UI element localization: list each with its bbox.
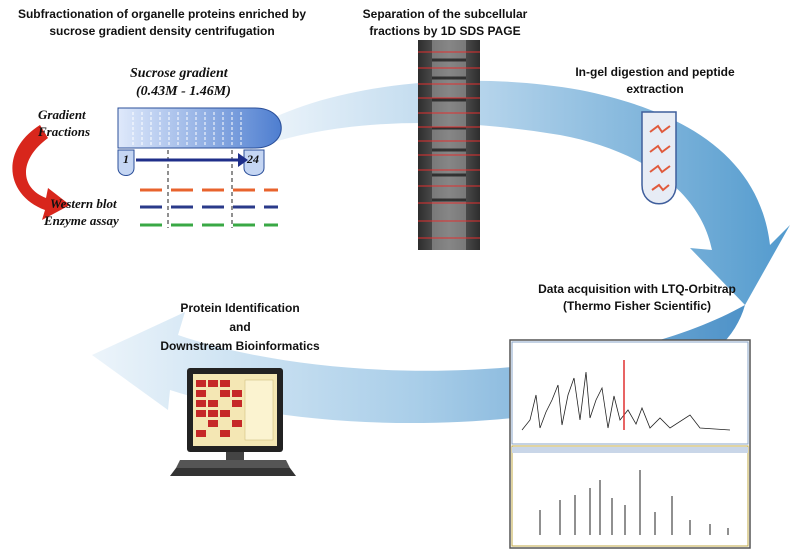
identification-line-3: Downstream Bioinformatics bbox=[160, 339, 320, 353]
mass-spectra-panel bbox=[509, 339, 751, 549]
fractionation-title: Subfractionation of organelle proteins e… bbox=[17, 7, 307, 38]
identification-line-1: Protein Identification bbox=[180, 301, 300, 315]
fraction-tube-24 bbox=[243, 149, 265, 176]
sds-page-title: Separation of the subcellular fractions … bbox=[362, 7, 528, 38]
digestion-title: In-gel digestion and peptide extraction bbox=[575, 65, 735, 96]
fraction-arrow-head bbox=[238, 153, 248, 167]
red-curved-arrow-icon bbox=[12, 125, 70, 220]
sucrose-gradient-tube-icon bbox=[117, 107, 282, 228]
sds-page-gel-icon bbox=[418, 40, 480, 250]
identification-line-2: and bbox=[229, 320, 251, 334]
fraction-start-label: 1 bbox=[123, 152, 129, 166]
upper-cycle-arrow bbox=[250, 80, 790, 306]
enzyme-assay-label: Enzyme assay bbox=[44, 213, 119, 228]
fraction-tube-1 bbox=[117, 149, 135, 176]
gradient-fractions-label: Gradient Fractions bbox=[38, 107, 91, 139]
identification-title: Protein Identification and Downstream Bi… bbox=[140, 299, 340, 356]
fraction-end-label: 24 bbox=[247, 152, 259, 166]
computer-monitor-icon bbox=[170, 368, 296, 476]
sucrose-gradient-range: (0.43M - 1.46M) bbox=[136, 84, 231, 99]
sucrose-gradient-title: Sucrose gradient bbox=[130, 66, 228, 81]
digestion-tube-icon bbox=[641, 111, 677, 205]
acquisition-title: Data acquisition with LTQ-Orbitrap (Ther… bbox=[538, 282, 736, 313]
western-blot-label: Western blot bbox=[50, 196, 117, 211]
